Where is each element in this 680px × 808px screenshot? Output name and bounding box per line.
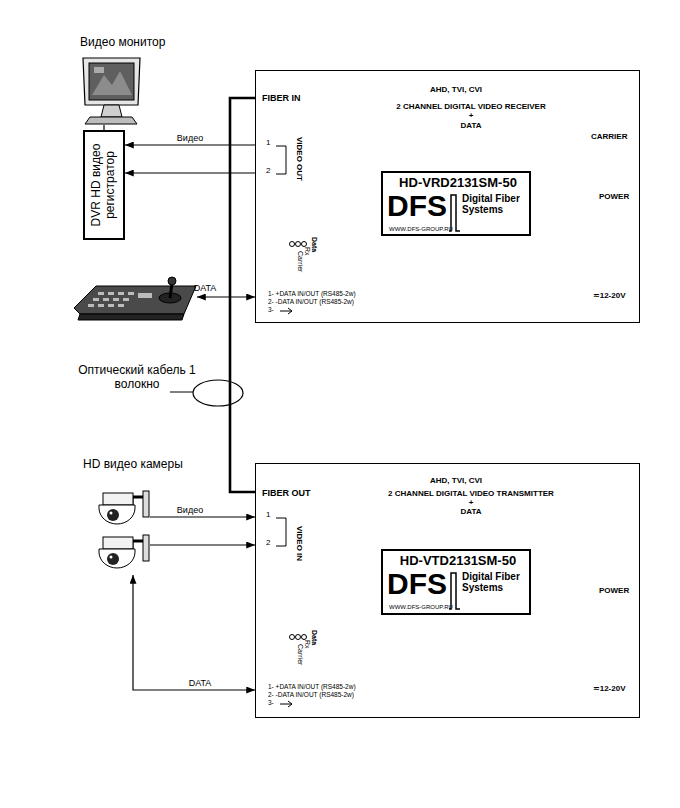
node-text: Data xyxy=(310,630,318,645)
node-text: 2- -DATA IN/OUT (RS485-2w) xyxy=(268,691,354,698)
node-text: FIBER OUT xyxy=(262,488,311,498)
video-monitor: Видео монитор xyxy=(80,55,142,125)
data-wire xyxy=(197,296,255,297)
camera-group: HD видео камеры xyxy=(85,485,150,575)
node-text: AHD, TVI, CVI xyxy=(430,85,482,94)
node-text: ≂12-20V xyxy=(593,684,626,693)
callout-label: Оптический кабель 1 волокно xyxy=(77,364,197,392)
signal-wire xyxy=(125,172,255,173)
node-graphic xyxy=(80,55,142,125)
node-text: ≂12-20V xyxy=(593,291,626,300)
node-text: Carrier xyxy=(296,644,304,665)
node-text: WWW.DFS-GROUP.RU xyxy=(389,226,453,233)
node-text: Data xyxy=(310,237,318,252)
node-text: WWW.DFS-GROUP.RU xyxy=(389,604,453,611)
node-text: DATA xyxy=(460,121,481,130)
node-text: 2- -DATA IN/OUT (RS485-2w) xyxy=(268,298,354,305)
leader-line xyxy=(170,392,193,393)
node-text: HD-VTD2131SM-50 xyxy=(400,554,516,569)
node-text: 2 xyxy=(266,538,270,547)
node-text: 1- +DATA IN/OUT (RS485-2w) xyxy=(268,683,356,690)
node-text: CARRIER xyxy=(591,132,627,141)
node-text: HD-VRD2131SM-50 xyxy=(399,176,517,191)
node-text: Digital Fiber Systems xyxy=(462,571,522,593)
node-text: 2 xyxy=(266,166,270,175)
node-text: Rx xyxy=(303,247,311,256)
ptz-keyboard xyxy=(74,277,196,320)
node-text: 3- xyxy=(268,699,274,706)
node-text: DATA xyxy=(460,507,481,516)
node-text: 1 xyxy=(266,510,270,519)
edge-label: Видео xyxy=(175,505,205,515)
node-text: VIDEO IN xyxy=(295,526,304,561)
node-text: Rx xyxy=(303,640,311,649)
node-text: 1- +DATA IN/OUT (RS485-2w) xyxy=(268,290,356,297)
callout-ellipse xyxy=(193,380,243,406)
logo-plate: HD-VTD2131SM-50DFS Digital Fiber SystemsW… xyxy=(381,549,531,615)
node-text: DVR HD видео регистратор xyxy=(90,133,118,237)
dvr-box: DVR HD видео регистратор xyxy=(83,130,125,240)
logo-plate: HD-VRD2131SM-50DFS Digital Fiber SystemsW… xyxy=(381,171,531,236)
node-text: DFS xyxy=(387,569,447,599)
node-text: Видео монитор xyxy=(80,36,165,50)
node-text: AHD, TVI, CVI xyxy=(430,476,482,485)
node-text: + xyxy=(469,111,474,120)
node-text: 2 CHANNEL DIGITAL VIDEO TRANSMITTER xyxy=(388,489,554,498)
node-text: POWER xyxy=(599,192,629,201)
signal-wire xyxy=(150,516,255,517)
node-text: + xyxy=(469,498,474,507)
node-text: DFS xyxy=(387,191,447,221)
node-text: 2 CHANNEL DIGITAL VIDEO RECEIVER xyxy=(396,102,545,111)
edge-label: Видео xyxy=(175,133,205,143)
node-text: FIBER IN xyxy=(262,93,301,103)
fiber-cable xyxy=(230,98,255,492)
node-text: 3- xyxy=(268,306,274,313)
signal-label: DATA xyxy=(194,283,217,293)
node-text: VIDEO OUT xyxy=(295,137,304,181)
signal-wire xyxy=(150,544,255,545)
node-text: Digital Fiber Systems xyxy=(462,193,522,215)
node-text: HD видео камеры xyxy=(83,458,183,472)
transmitter-unit: AHD, TVI, CVI 2 CHANNEL DIGITAL VIDEO TRA… xyxy=(255,463,640,718)
node-text: Carrier xyxy=(296,251,304,272)
node-text: 1 xyxy=(266,138,270,147)
node-text: POWER xyxy=(599,586,629,595)
receiver-unit: FIBER IN AHD, TVI, CVI 2 CHANNEL DIGITAL V… xyxy=(255,70,640,323)
signal-wire xyxy=(133,575,255,690)
node-graphic xyxy=(85,485,150,575)
signal-wire xyxy=(125,144,255,145)
edge-label: DATA xyxy=(187,678,214,688)
